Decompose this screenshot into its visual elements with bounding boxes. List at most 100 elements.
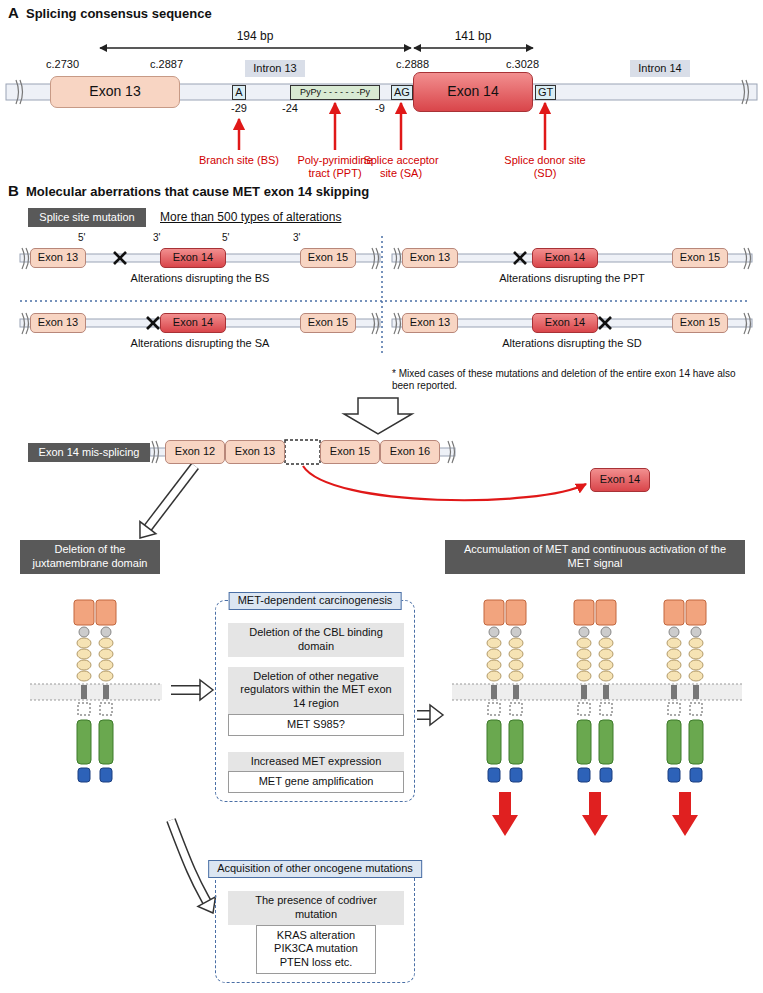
- ipt-domain: [487, 660, 501, 670]
- c-terminal-tail: [100, 768, 112, 782]
- box-text: Exon 13: [410, 316, 450, 330]
- box-text: Exon 14 mis-splicing: [39, 446, 140, 460]
- break-mark: [152, 441, 155, 463]
- box-text: Exon 14: [173, 251, 213, 265]
- transmembrane-domain: [671, 685, 677, 699]
- divider: [381, 236, 383, 356]
- box-text: PyPy - - - - - - -Py: [300, 87, 370, 98]
- ipt-domain: [487, 649, 501, 659]
- exon-box: Exon 14: [413, 72, 533, 112]
- ipt-domain: [577, 671, 591, 681]
- exon-box: Exon 14: [160, 313, 226, 333]
- break-mark: [22, 248, 25, 269]
- ipt-domain: [667, 660, 681, 670]
- break-mark: [372, 313, 375, 334]
- label-text: 3': [293, 232, 300, 244]
- break-mark: [398, 313, 401, 334]
- box-heading: MET-dependent carcinogenesis: [229, 592, 402, 610]
- box-text: Exon 14: [545, 316, 585, 330]
- box-text: Exon 12: [175, 445, 215, 459]
- arrow-shaft-outline: [171, 820, 207, 902]
- arrow-shaft: [417, 712, 431, 719]
- ipt-domain: [667, 638, 681, 648]
- ipt-domain: [599, 649, 613, 659]
- dimension-arrow: [100, 47, 411, 49]
- cross-mark: [147, 317, 159, 329]
- psi-domain: [691, 627, 701, 637]
- arrow-shaft-outline: [171, 685, 201, 695]
- label-text: c.3028: [506, 58, 539, 71]
- exon-box: Exon 13: [402, 248, 458, 268]
- site-box: GT: [535, 85, 556, 100]
- intron-tag: Intron 14: [630, 60, 690, 77]
- site-box: AG: [391, 85, 413, 100]
- label-text: B: [8, 182, 19, 200]
- box-text: Increased MET expression: [234, 755, 398, 769]
- box-text: MET S985?: [235, 718, 397, 732]
- box-text: MET gene amplification: [235, 775, 397, 789]
- kinase-domain: [509, 720, 523, 764]
- psi-domain: [489, 627, 499, 637]
- ipt-domain: [667, 671, 681, 681]
- signal-arrow: [492, 792, 518, 836]
- flow-arrow: [417, 705, 443, 725]
- label-text: Branch site (BS): [197, 154, 281, 167]
- factor-box: KRAS alteration PIK3CA mutation PTEN los…: [256, 925, 376, 974]
- ipt-domain: [77, 671, 91, 681]
- leader-arrow: [238, 119, 241, 150]
- sema-domain: [664, 600, 684, 625]
- cross-mark: [599, 317, 611, 329]
- sema-domain: [96, 600, 116, 625]
- ipt-domain: [577, 638, 591, 648]
- factor-box: MET S985?: [228, 714, 404, 736]
- c-terminal-tail: [488, 768, 500, 782]
- box-text: Exon 13: [410, 251, 450, 265]
- label-text: Splicing consensus sequence: [26, 6, 212, 22]
- break-mark: [372, 248, 375, 269]
- box-heading: Accumulation of MET and continuous activ…: [445, 540, 745, 574]
- break-mark: [746, 80, 749, 104]
- label-text: c.2888: [396, 58, 429, 71]
- label-text: -24: [275, 102, 305, 115]
- exon-box: Exon 16: [380, 440, 440, 464]
- psi-domain: [601, 627, 611, 637]
- exon-box: Exon 12: [165, 440, 225, 464]
- factor-box: MET gene amplification: [228, 771, 404, 793]
- exon-box: Exon 15: [672, 248, 728, 268]
- box-text: Exon 16: [390, 445, 430, 459]
- step-box: Splice site mutation: [28, 208, 146, 227]
- psi-domain: [79, 627, 89, 637]
- box-text: Intron 13: [253, 62, 296, 76]
- deleted-juxtamembrane: [78, 703, 90, 715]
- sema-domain: [74, 600, 94, 625]
- deleted-juxtamembrane: [578, 703, 590, 715]
- kinase-domain: [599, 720, 613, 764]
- transmembrane-domain: [581, 685, 587, 699]
- label-text: 3': [153, 232, 160, 244]
- cell-membrane: [452, 684, 742, 685]
- dimension-arrow: [414, 47, 533, 49]
- kinase-domain: [667, 720, 681, 764]
- label-text: Alterations disrupting the SA: [50, 337, 350, 350]
- exon-box: Exon 14: [532, 313, 598, 333]
- transmembrane-domain: [103, 685, 109, 699]
- sema-domain: [686, 600, 706, 625]
- label-text: 5': [222, 232, 229, 244]
- box-text: Exon 13: [38, 316, 78, 330]
- box-heading: Acquisition of other oncogene mutations: [208, 860, 422, 878]
- leader-arrow: [544, 103, 547, 150]
- label-text: * Mixed cases of these mutations and del…: [392, 368, 754, 392]
- transmembrane-domain: [81, 685, 87, 699]
- label-text: 5': [78, 232, 85, 244]
- break-mark: [22, 313, 25, 334]
- exon-box: Exon 14: [590, 468, 650, 492]
- label-text: Alterations disrupting the SD: [422, 337, 722, 350]
- cross-mark: [514, 252, 526, 264]
- box-text: Exon 15: [308, 316, 348, 330]
- signal-arrow: [672, 792, 698, 836]
- ipt-domain: [487, 671, 501, 681]
- kinase-domain: [577, 720, 591, 764]
- ipt-domain: [487, 638, 501, 648]
